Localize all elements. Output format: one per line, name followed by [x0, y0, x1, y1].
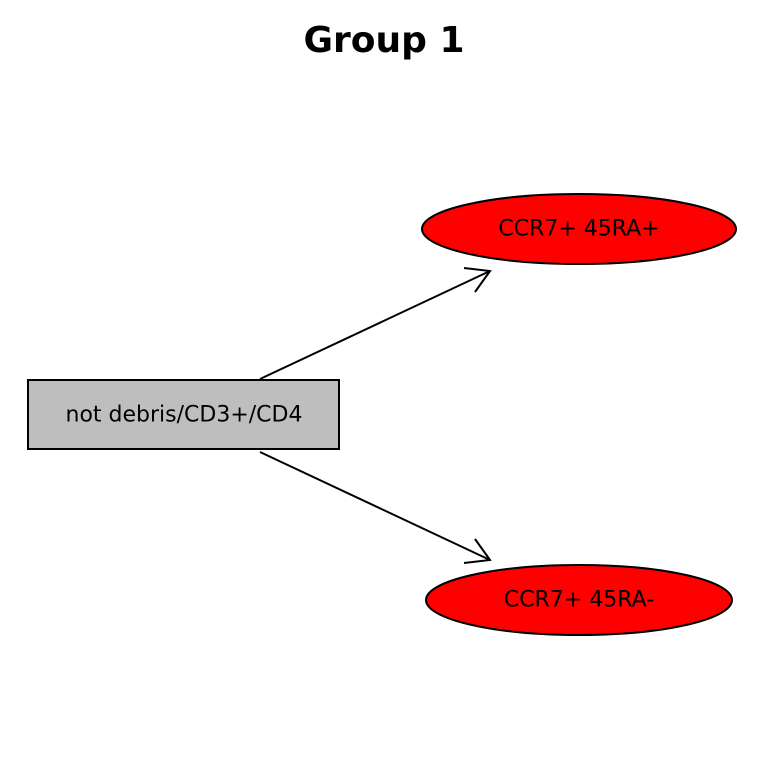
node-ccr7-45ra-pos[interactable]: CCR7+ 45RA+: [421, 193, 737, 265]
node-ccr7-45ra-neg-ellipse: [425, 564, 733, 636]
diagram-title: Group 1: [303, 20, 465, 61]
edge-line: [259, 270, 491, 380]
node-ccr7-45ra-pos-ellipse: [421, 193, 737, 265]
edge-parent-to-ccr7-45ra-pos: [259, 267, 492, 380]
node-parent-label: not debris/CD3+/CD4: [66, 403, 303, 428]
edge-parent-to-ccr7-45ra-neg: [259, 451, 492, 564]
node-parent-box: [27, 379, 340, 450]
arrowhead-icon: [463, 538, 492, 564]
node-parent[interactable]: not debris/CD3+/CD4: [27, 379, 340, 450]
node-ccr7-45ra-neg[interactable]: CCR7+ 45RA-: [425, 564, 733, 636]
node-ccr7-45ra-pos-label: CCR7+ 45RA+: [498, 217, 659, 242]
edge-line: [259, 451, 491, 561]
arrowhead-icon: [463, 267, 492, 293]
node-ccr7-45ra-neg-label: CCR7+ 45RA-: [504, 588, 654, 613]
